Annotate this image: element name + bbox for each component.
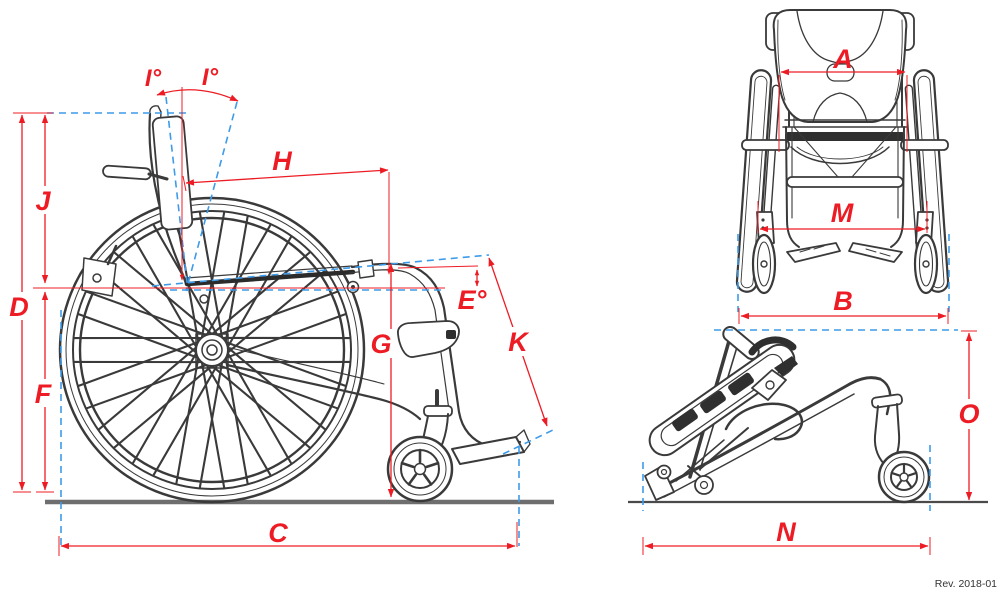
footplate: [451, 429, 531, 465]
dim-label-a: A: [832, 44, 853, 74]
rear-frame-tip: [644, 464, 714, 501]
dim-label-h: H: [272, 146, 292, 176]
dim-label-e: E°: [458, 285, 487, 315]
folded-caster: [871, 393, 931, 504]
cross-tube: [786, 176, 904, 188]
folded-wheelchair-drawing: [644, 326, 931, 504]
dim-label-g: G: [370, 329, 391, 359]
folded-caster-spokes: [890, 462, 918, 489]
folded-view: O N: [628, 326, 988, 555]
dim-label-k: K: [508, 327, 530, 357]
caster-assembly: [386, 389, 454, 503]
spokes: [73, 211, 351, 489]
folded-seat-assembly: [648, 336, 797, 457]
folding-latch: [751, 356, 798, 401]
dim-label-f: F: [35, 379, 53, 409]
dim-label-n: N: [776, 517, 796, 547]
dim-label-backrest-angle-left: I°: [145, 65, 162, 92]
rear-wheel: [58, 196, 366, 504]
armrest-right: [900, 139, 949, 151]
dim-label-d: D: [9, 292, 29, 322]
dim-label-o: O: [958, 399, 979, 429]
seat-sling-bar: [785, 132, 905, 141]
armrest-left: [741, 139, 790, 151]
side-pouch: [397, 320, 460, 358]
dim-label-j: J: [35, 186, 51, 216]
side-view: I° I° H J D F G E° K C: [5, 64, 554, 556]
dim-label-b: B: [833, 286, 853, 316]
push-handle: [102, 164, 152, 181]
folded-dimension-lines: [642, 330, 977, 555]
front-view: A M B: [735, 9, 950, 324]
wheel-lock: [81, 244, 118, 297]
dim-label-backrest-angle-right: I°: [202, 64, 219, 91]
footplates: [786, 242, 903, 263]
front-view-wheelchair-drawing: [735, 9, 950, 295]
dim-label-m: M: [831, 198, 854, 228]
side-reference-lines: [47, 96, 554, 546]
revision-text: Rev. 2018-01: [935, 578, 997, 590]
backrest-shell: [772, 9, 908, 123]
caster-spokes: [400, 448, 440, 486]
front-dimension-lines: [738, 68, 949, 324]
dim-label-c: C: [268, 518, 288, 548]
